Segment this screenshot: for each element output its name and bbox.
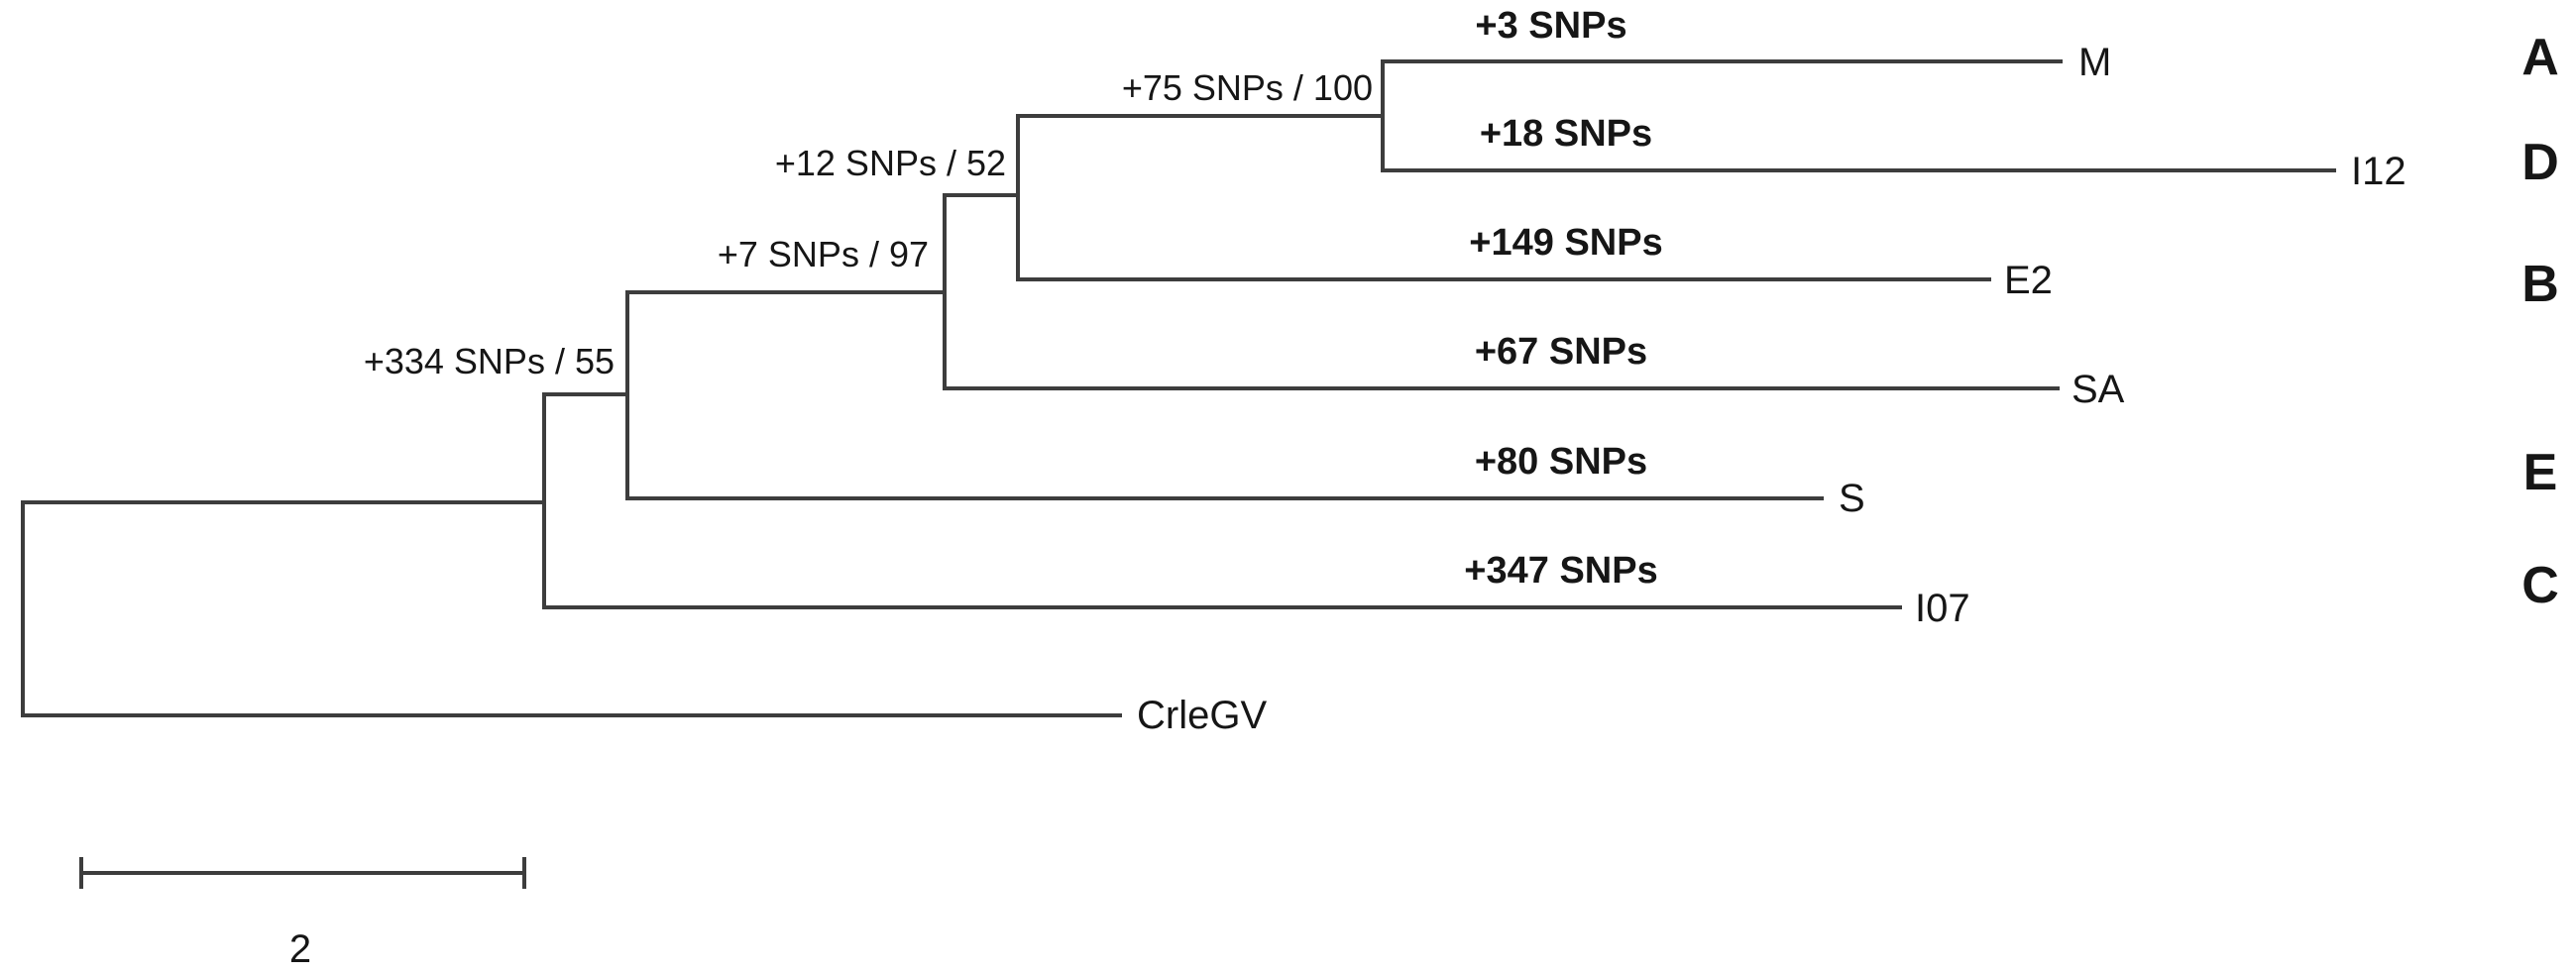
node-a-d-vertical (1381, 59, 1385, 172)
branch-label-347-snps: +347 SNPs (1464, 550, 1658, 592)
branch-label-18-snps: +18 SNPs (1479, 113, 1653, 155)
group-label-e: E (2522, 444, 2558, 501)
tip-label-sa: SA (2072, 368, 2125, 411)
scale-bar (79, 871, 526, 875)
branch-7-snps (625, 290, 947, 294)
root-vertical (21, 500, 25, 717)
group-label-b: B (2521, 256, 2559, 313)
branch-334-snps (542, 392, 629, 396)
node-12-vertical (943, 193, 947, 390)
node-label-334-55: +334 SNPs / 55 (363, 341, 615, 381)
node-label-12-52: +12 SNPs / 52 (774, 143, 1006, 183)
root-to-clade-branch (21, 500, 546, 504)
group-label-a: A (2521, 29, 2559, 86)
tip-label-s: S (1839, 477, 1865, 520)
branch-s (625, 496, 1824, 500)
tip-label-e2: E2 (2004, 259, 2053, 302)
tip-label-i07: I07 (1915, 587, 1970, 630)
branch-i12 (1381, 168, 2336, 172)
node-label-75-100: +75 SNPs / 100 (1121, 67, 1373, 108)
branch-sa (943, 386, 2060, 390)
tip-label-i12: I12 (2351, 150, 2407, 193)
tip-label-crlegv: CrleGV (1137, 694, 1268, 737)
branch-crlegv (21, 713, 1122, 717)
branch-label-80-snps: +80 SNPs (1474, 441, 1648, 483)
node-7-vertical (625, 290, 629, 500)
group-label-c: C (2521, 557, 2559, 614)
branch-e2 (1016, 277, 1991, 281)
branch-12-snps (943, 193, 1020, 197)
node-label-7-97: +7 SNPs / 97 (717, 234, 929, 274)
branch-label-149-snps: +149 SNPs (1469, 222, 1663, 264)
scale-bar-left-tick (79, 857, 83, 889)
branch-i07 (542, 605, 1902, 609)
node-334-vertical (542, 392, 546, 609)
branch-label-3-snps: +3 SNPs (1475, 5, 1627, 47)
branch-75-snps (1016, 114, 1385, 118)
node-75-vertical (1016, 114, 1020, 281)
scale-bar-right-tick (522, 857, 526, 889)
branch-m (1381, 59, 2063, 63)
scale-bar-value: 2 (288, 927, 312, 971)
tip-label-m: M (2078, 41, 2112, 84)
branch-label-67-snps: +67 SNPs (1474, 331, 1648, 373)
group-label-d: D (2521, 134, 2559, 191)
